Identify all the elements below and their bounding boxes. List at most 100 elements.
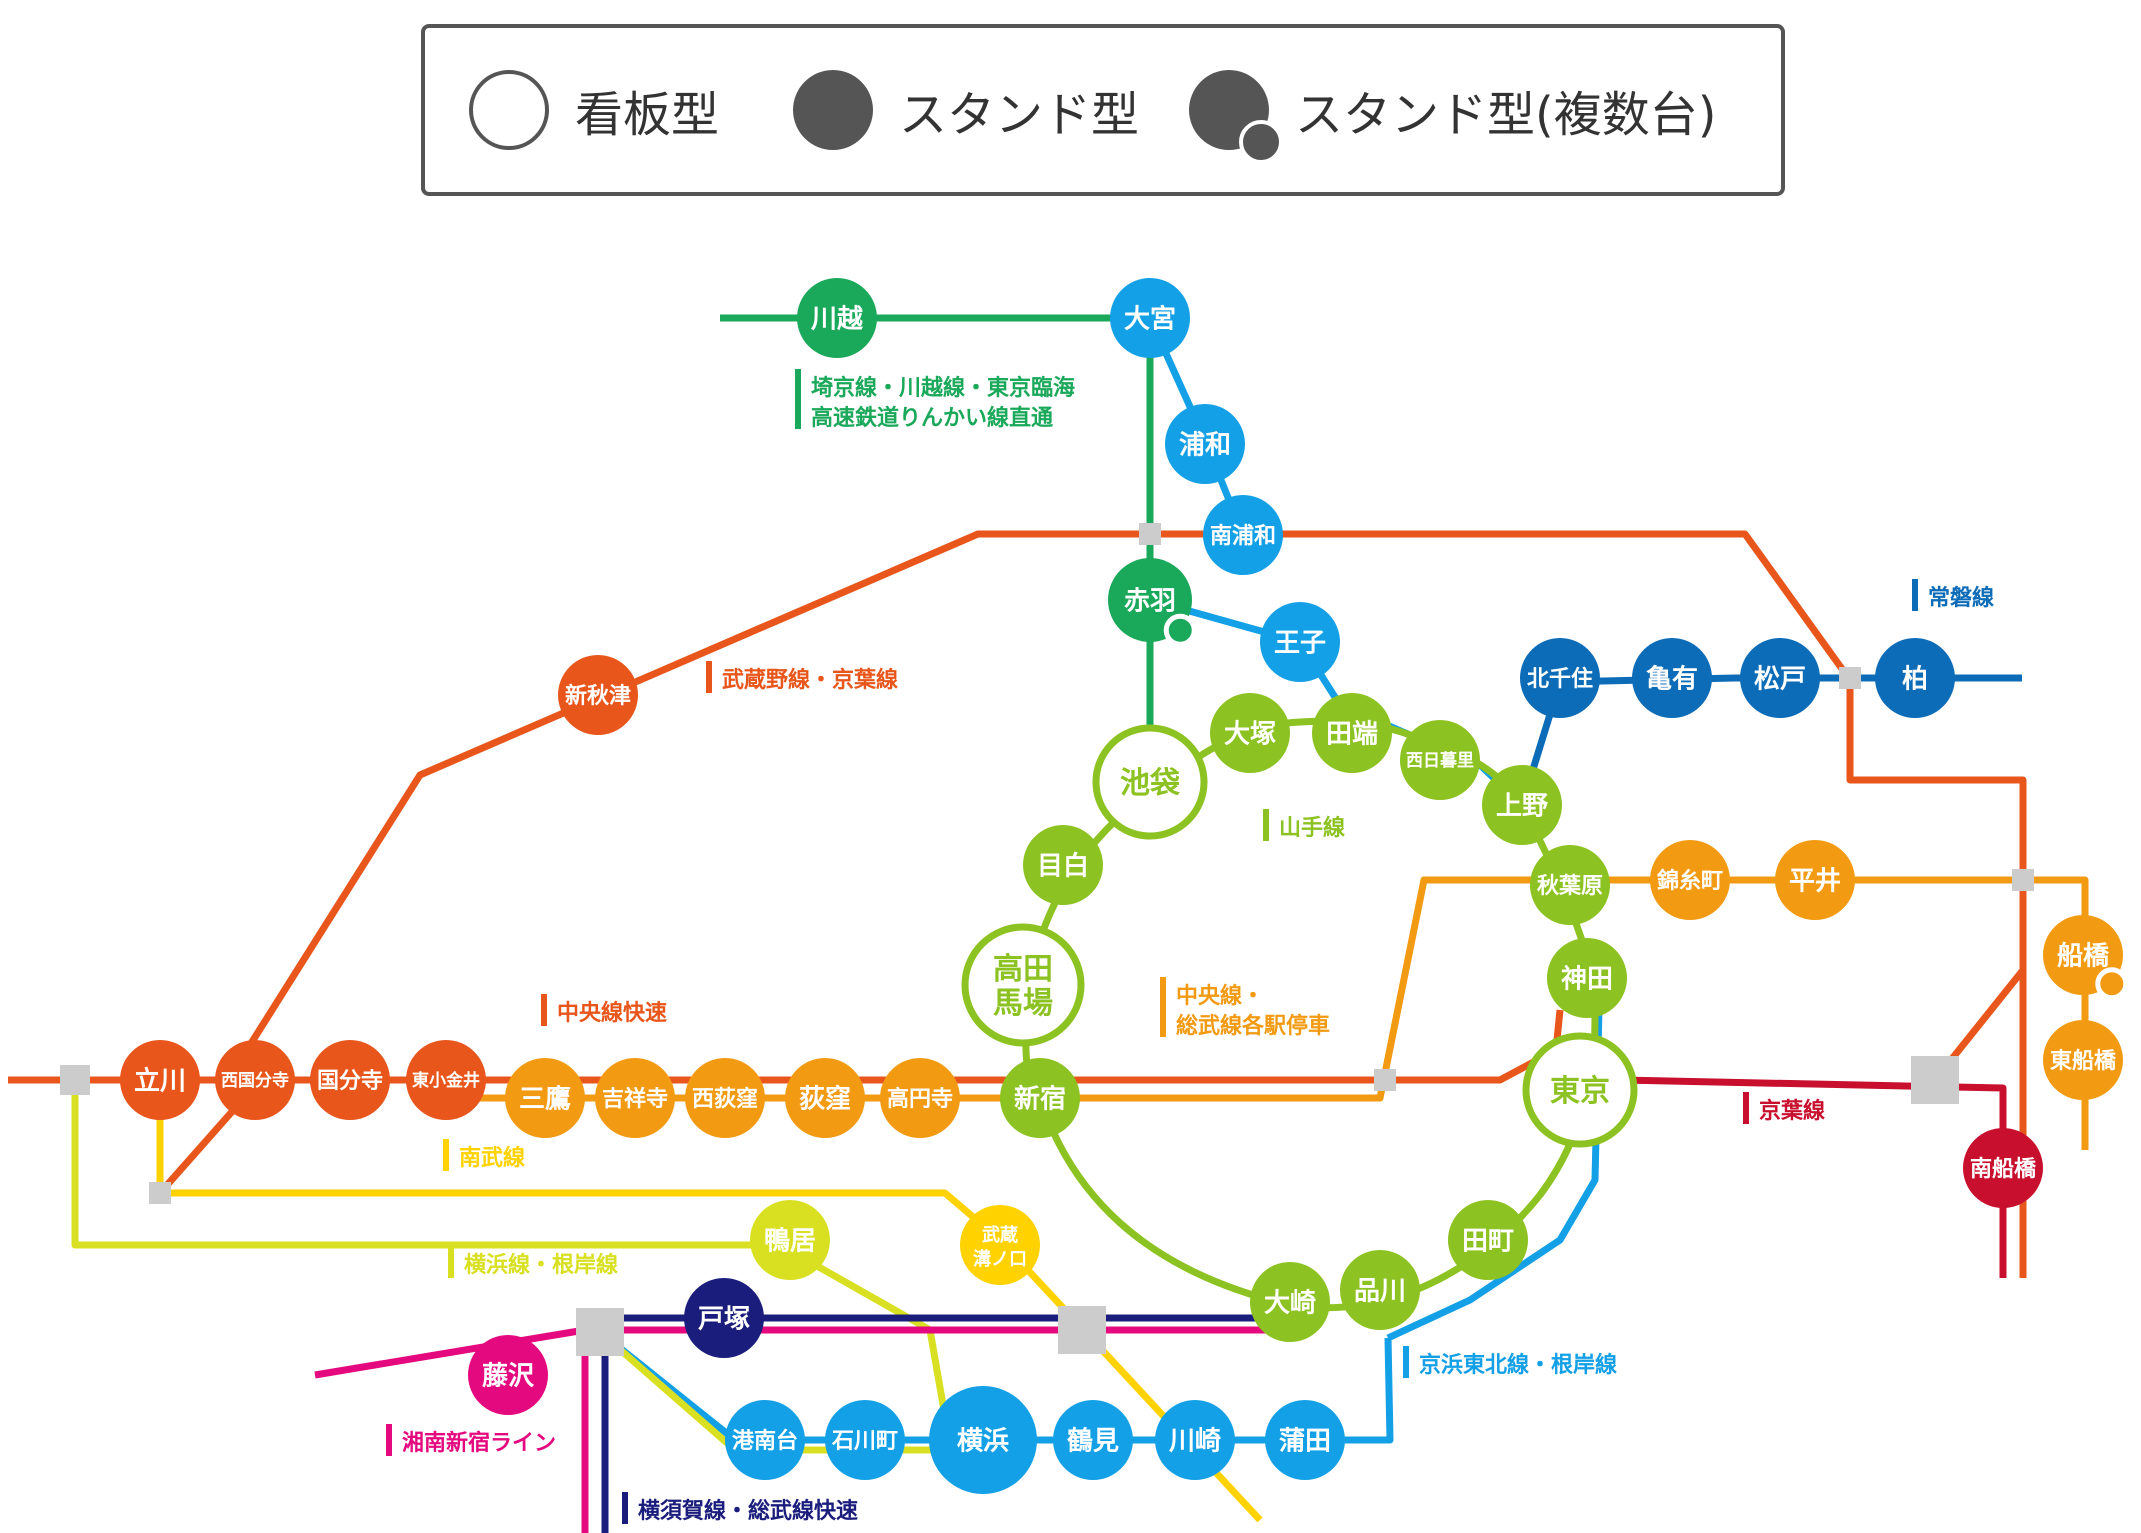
station-kitasenju[interactable]: 北千住 — [1520, 638, 1600, 718]
station-tamachi[interactable]: 田町 — [1448, 1200, 1528, 1280]
station-kamoi[interactable]: 鴨居 — [750, 1200, 830, 1280]
open-circle-icon — [469, 70, 549, 150]
line-color-bar — [541, 994, 547, 1026]
station-tsurumi[interactable]: 鶴見 — [1053, 1400, 1133, 1480]
line-label-text: 常磐線 — [1928, 585, 1994, 611]
signboard-station-icon — [1522, 1032, 1638, 1148]
station-omiya[interactable]: 大宮 — [1110, 278, 1190, 358]
station-ishikawacho[interactable]: 石川町 — [825, 1400, 905, 1480]
station-name: 池袋 — [1120, 766, 1180, 801]
station-koenji[interactable]: 高円寺 — [880, 1058, 960, 1138]
stand-station-icon — [1547, 938, 1627, 1018]
station-minamiurawa[interactable]: 南浦和 — [1203, 495, 1283, 575]
station-kawasaki[interactable]: 川崎 — [1155, 1400, 1235, 1480]
filled-circle-icon — [793, 70, 873, 150]
line-label-text: 中央線・ — [1176, 983, 1264, 1009]
station-tabata[interactable]: 田端 — [1312, 693, 1392, 773]
stand-station-icon — [825, 1400, 905, 1480]
station-tokyo[interactable]: 東京 — [1522, 1032, 1638, 1148]
station-nishiogikubo[interactable]: 西荻窪 — [685, 1058, 765, 1138]
station-name: 上野 — [1496, 791, 1548, 821]
line-color-bar — [386, 1424, 392, 1456]
station-nishinippori[interactable]: 西日暮里 — [1400, 720, 1480, 800]
station-otsuka[interactable]: 大塚 — [1210, 693, 1290, 773]
station-shinjuku[interactable]: 新宿 — [1000, 1058, 1080, 1138]
stand-station-icon — [1165, 404, 1245, 484]
station-tachikawa[interactable]: 立川 — [120, 1040, 200, 1120]
legend-label: スタンド型 — [899, 87, 1140, 143]
station-name: 大塚 — [1224, 719, 1276, 749]
station-ueno[interactable]: 上野 — [1482, 765, 1562, 845]
stand-station-icon — [725, 1400, 805, 1480]
transfer-square — [1374, 1069, 1396, 1091]
station-name: 荻窪 — [799, 1083, 851, 1114]
stand-station-icon — [1000, 1058, 1080, 1138]
station-mejiro[interactable]: 目白 — [1023, 825, 1103, 905]
station-kashiwa[interactable]: 柏 — [1875, 638, 1955, 718]
station-name: 秋葉原 — [1537, 874, 1603, 899]
station-name: 戸塚 — [698, 1304, 750, 1334]
station-kamata[interactable]: 蒲田 — [1265, 1400, 1345, 1480]
station-name: 浦和 — [1179, 429, 1231, 460]
stand-station-icon — [1053, 1400, 1133, 1480]
station-akabane[interactable]: 赤羽 — [1108, 558, 1197, 647]
station-name: 品川 — [1354, 1276, 1406, 1306]
station-higashifunabashi[interactable]: 東船橋 — [2043, 1020, 2123, 1100]
signboard-station-icon — [961, 923, 1085, 1047]
line-label-text: 京浜東北線・根岸線 — [1419, 1352, 1617, 1378]
station-kawagoe[interactable]: 川越 — [797, 278, 877, 358]
station-matsudo[interactable]: 松戸 — [1740, 638, 1820, 718]
line-label-joban: 常磐線 — [1912, 579, 1994, 611]
line-color-bar — [706, 661, 712, 693]
station-kichijoji[interactable]: 吉祥寺 — [595, 1058, 675, 1138]
multi-stand-icon — [2095, 967, 2129, 1001]
station-kinshicho[interactable]: 錦糸町 — [1650, 840, 1730, 920]
station-yokohama[interactable]: 横浜 — [929, 1386, 1037, 1494]
line-color-bar — [622, 1492, 628, 1524]
station-name: 横浜 — [957, 1426, 1009, 1456]
stand-station-icon — [797, 278, 877, 358]
station-name: 赤羽 — [1124, 586, 1176, 616]
station-kameari[interactable]: 亀有 — [1632, 638, 1712, 718]
legend-item-stand: スタンド型 — [793, 28, 1139, 192]
stand-station-icon — [684, 1278, 764, 1358]
station-ogikubo[interactable]: 荻窪 — [785, 1058, 865, 1138]
station-urawa[interactable]: 浦和 — [1165, 404, 1245, 484]
station-minamifunabashi[interactable]: 南船橋 — [1963, 1128, 2043, 1208]
multi-stand-icon — [1163, 613, 1197, 647]
station-akihabara[interactable]: 秋葉原 — [1530, 845, 1610, 925]
stand-station-icon — [1482, 765, 1562, 845]
station-shinagawa[interactable]: 品川 — [1340, 1250, 1420, 1330]
rail-lines — [8, 314, 2089, 1533]
station-nishikokubunji[interactable]: 西国分寺 — [215, 1040, 295, 1120]
station-kokubunji[interactable]: 国分寺 — [310, 1040, 390, 1120]
stand-station-icon — [2043, 1020, 2123, 1100]
line-color-bar — [1403, 1346, 1409, 1378]
line-label-keiyo: 京葉線 — [1743, 1092, 1825, 1124]
station-shinakitsu[interactable]: 新秋津 — [558, 655, 638, 735]
station-name: 川崎 — [1169, 1426, 1221, 1456]
transfer-square — [1139, 523, 1161, 545]
stand-station-icon — [1775, 840, 1855, 920]
station-osaki[interactable]: 大崎 — [1250, 1262, 1330, 1342]
station-ikebukuro[interactable]: 池袋 — [1092, 724, 1208, 840]
legend-label: スタンド型(複数台) — [1295, 87, 1717, 143]
station-name: 田端 — [1326, 719, 1378, 749]
station-funabashi[interactable]: 船橋 — [2043, 915, 2129, 1001]
station-mitaka[interactable]: 三鷹 — [505, 1058, 585, 1138]
station-hirai[interactable]: 平井 — [1775, 840, 1855, 920]
station-totsuka[interactable]: 戸塚 — [684, 1278, 764, 1358]
station-fujisawa[interactable]: 藤沢 — [468, 1335, 548, 1415]
station-name: 平井 — [1789, 866, 1841, 896]
station-oji[interactable]: 王子 — [1260, 602, 1340, 682]
station-name: 大崎 — [1264, 1288, 1316, 1318]
station-konandai[interactable]: 港南台 — [725, 1400, 805, 1480]
station-name: 西国分寺 — [221, 1070, 289, 1091]
station-higashikoganei[interactable]: 東小金井 — [406, 1040, 486, 1120]
filled-circle-multi-icon — [1189, 70, 1283, 164]
station-kanda[interactable]: 神田 — [1547, 938, 1627, 1018]
station-name: 高円寺 — [887, 1086, 953, 1112]
station-name: 目白 — [1037, 850, 1089, 881]
